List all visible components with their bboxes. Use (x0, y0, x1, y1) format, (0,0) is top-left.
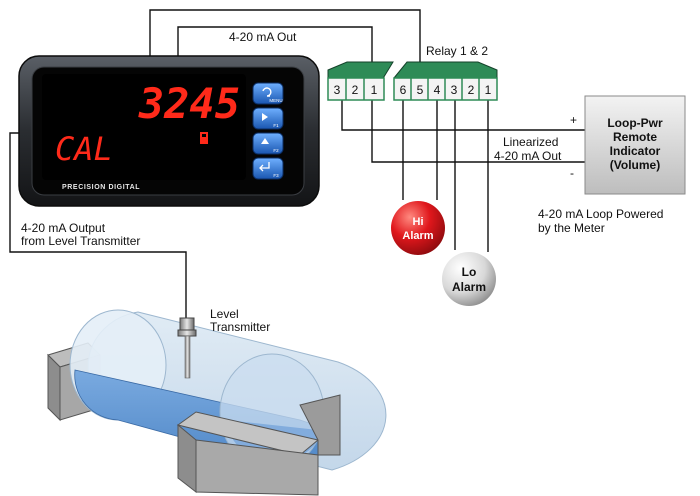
out-label: 4-20 mA Out (229, 30, 297, 44)
input-label-1: 4-20 mA Output (21, 221, 106, 235)
terminal-right-4: 4 (434, 83, 441, 97)
linearized-label-2: 4-20 mA Out (494, 149, 562, 163)
wire-relay-loop (149, 9, 421, 62)
terminal-left-2: 2 (352, 83, 359, 97)
tank-saddle-right (176, 394, 341, 496)
wire-indicator-plus (341, 100, 585, 131)
input-label-2: from Level Transmitter (21, 234, 140, 248)
f2-button[interactable]: F2 (252, 132, 284, 155)
terminal-right-5: 5 (417, 83, 424, 97)
wires (9, 9, 585, 318)
horizontal-tank (47, 309, 387, 496)
hi-alarm-line-2: Alarm (402, 230, 433, 242)
connector-right: 6 5 4 3 2 1 (393, 61, 498, 101)
transmitter-label-1: Level (210, 307, 239, 321)
up-arrow-icon (261, 138, 269, 144)
terminal-left-1: 1 (371, 83, 378, 97)
hi-alarm-line-1: Hi (413, 216, 424, 228)
wire-out-loop (177, 26, 373, 62)
f1-button[interactable]: F1 (252, 107, 284, 130)
terminal-right-3: 3 (451, 83, 458, 97)
return-arrow-icon (262, 87, 272, 97)
lo-alarm: Lo Alarm (442, 252, 496, 306)
menu-button-label: MENU (269, 98, 282, 103)
relay-label: Relay 1 & 2 (426, 44, 488, 58)
f2-button-label: F2 (273, 148, 279, 153)
status-indicator (200, 132, 208, 144)
panel-meter: 3245 CAL PRECISION DIGITAL MENU F1 F2 F3 (18, 55, 320, 207)
indicator-line-2: Remote (613, 130, 657, 144)
transmitter-label-2: Transmitter (210, 320, 270, 334)
terminal-right-1: 1 (485, 83, 492, 97)
hi-alarm: Hi Alarm (391, 201, 445, 255)
plus-label: + (570, 113, 577, 127)
f1-button-label: F1 (273, 123, 279, 128)
indicator-line-4: (Volume) (610, 158, 660, 172)
terminal-left-3: 3 (334, 83, 341, 97)
linearized-label-1: Linearized (503, 135, 558, 149)
f3-button-label: F3 (273, 173, 279, 178)
indicator-line-3: Indicator (610, 144, 661, 158)
loop-powered-label-2: by the Meter (538, 221, 605, 235)
main-display: 3245 (138, 79, 240, 128)
terminal-right-2: 2 (468, 83, 475, 97)
f3-button[interactable]: F3 (252, 157, 284, 180)
level-transmitter (177, 317, 197, 379)
brand-label: PRECISION DIGITAL (62, 184, 140, 191)
wire-indicator-minus (371, 100, 585, 163)
indicator-line-1: Loop-Pwr (607, 116, 663, 130)
terminal-right-6: 6 (400, 83, 407, 97)
play-icon (262, 113, 268, 121)
lo-alarm-line-1: Lo (462, 265, 477, 279)
menu-button[interactable]: MENU (252, 82, 284, 105)
enter-arrow-icon (259, 162, 270, 172)
lower-display: CAL (55, 130, 113, 168)
loop-powered-label-1: 4-20 mA Loop Powered (538, 207, 663, 221)
minus-label: - (570, 166, 574, 180)
connector-left: 3 2 1 (327, 61, 394, 101)
remote-indicator: Loop-Pwr Remote Indicator (Volume) (584, 95, 686, 195)
lo-alarm-line-2: Alarm (452, 280, 486, 294)
